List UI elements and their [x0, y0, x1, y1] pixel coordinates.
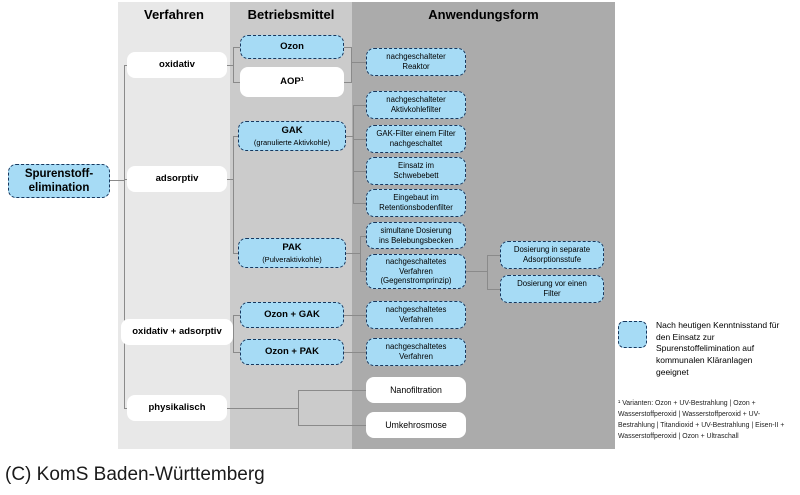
- connector-line: [487, 255, 500, 256]
- connector-line: [353, 105, 366, 106]
- connector-line: [233, 136, 234, 254]
- connector-line: [360, 236, 361, 272]
- node-dosierung-separate-adsorptionsstufe: Dosierung in separate Adsorptionsstufe: [500, 241, 604, 269]
- column-header-verfahren: Verfahren: [144, 7, 204, 22]
- node-gak-filter-nachgeschaltet: GAK-Filter einem Filter nachgeschaltet: [366, 125, 466, 153]
- node-label: GAK: [281, 124, 303, 136]
- connector-line: [110, 180, 124, 181]
- connector-line: [344, 82, 351, 83]
- node-gak: GAK (granulierte Aktivkohle): [238, 121, 346, 151]
- connector-line: [233, 352, 240, 353]
- node-ozon-pak: Ozon + PAK: [240, 339, 344, 365]
- node-label: Ozon + PAK: [265, 346, 319, 358]
- footnote: ¹ Varianten: Ozon + UV-Bestrahlung | Ozo…: [618, 400, 785, 441]
- connector-line: [233, 315, 234, 353]
- node-label: nachgeschaltetes Verfahren: [385, 342, 447, 361]
- node-ozon-gak: Ozon + GAK: [240, 302, 344, 328]
- connector-line: [353, 171, 366, 172]
- node-label: adsorptiv: [155, 173, 199, 185]
- connector-line: [344, 315, 366, 316]
- connector-line: [233, 82, 240, 83]
- node-simultane-dosierung: simultane Dosierung ins Belebungsbecken: [366, 222, 466, 249]
- connector-line: [233, 47, 234, 83]
- connector-line: [298, 425, 366, 426]
- connector-line: [353, 203, 366, 204]
- node-label: Dosierung in separate Adsorptionsstufe: [513, 245, 591, 264]
- node-nachgeschaltetes-verfahren-pak: nachgeschaltetes Verfahren: [366, 338, 466, 366]
- node-physikalisch: physikalisch: [127, 395, 227, 421]
- node-nanofiltration: Nanofiltration: [366, 377, 466, 403]
- node-label: Dosierung vor einen Filter: [517, 279, 587, 298]
- connector-line: [227, 65, 233, 66]
- node-spurenstoffelimination: Spurenstoff- elimination: [8, 164, 110, 198]
- node-dosierung-vor-einen-filter: Dosierung vor einen Filter: [500, 275, 604, 303]
- node-label: Spurenstoff- elimination: [24, 167, 94, 194]
- node-aop: AOP¹: [240, 67, 344, 97]
- connector-line: [487, 289, 500, 290]
- node-label: GAK-Filter einem Filter nachgeschaltet: [376, 129, 456, 148]
- connector-line: [124, 65, 125, 409]
- connector-line: [344, 352, 366, 353]
- connector-line: [227, 179, 233, 180]
- connector-line: [466, 271, 487, 272]
- connector-line: [227, 408, 298, 409]
- connector-line: [487, 255, 488, 290]
- node-label: AOP¹: [280, 76, 304, 88]
- node-label: oxidativ: [159, 59, 195, 71]
- node-nachgeschalteter-reaktor: nachgeschalteter Reaktor: [366, 48, 466, 76]
- node-oxidativ: oxidativ: [127, 52, 227, 78]
- node-nachgeschaltetes-verfahren-gak: nachgeschaltetes Verfahren: [366, 301, 466, 329]
- copyright-caption: (C) KomS Baden-Württemberg: [5, 464, 265, 485]
- node-label: nachgeschaltetes Verfahren (Gegenstrompr…: [380, 256, 452, 286]
- legend-text: Nach heutigen Kenntnisstand für den Eins…: [656, 320, 780, 377]
- connector-line: [298, 390, 366, 391]
- node-label: simultane Dosierung ins Belebungsbecken: [378, 225, 454, 245]
- node-umkehrosmose: Umkehrosmose: [366, 412, 466, 438]
- connector-line: [351, 62, 366, 63]
- legend-swatch: [618, 321, 647, 348]
- node-label: Nanofiltration: [390, 384, 442, 395]
- node-label: Umkehrosmose: [385, 419, 447, 430]
- connector-line: [351, 47, 352, 83]
- node-eingebaut-im-retentionsbodenfilter: Eingebaut im Retentionsbodenfilter: [366, 189, 466, 217]
- node-label: oxidativ + adsorptiv: [132, 326, 222, 338]
- connector-line: [360, 236, 366, 237]
- node-label: Einsatz im Schwebebett: [393, 161, 439, 180]
- connector-line: [124, 408, 127, 409]
- node-pak: PAK (Pulveraktivkohle): [238, 238, 346, 268]
- node-label: physikalisch: [148, 402, 206, 414]
- connector-line: [124, 65, 127, 66]
- connector-line: [346, 253, 360, 254]
- node-sublabel: (Pulveraktivkohle): [262, 254, 322, 264]
- node-nachgeschalteter-aktivkohlefilter: nachgeschalteter Aktivkohlefilter: [366, 91, 466, 119]
- node-sublabel: (granulierte Aktivkohle): [253, 137, 331, 147]
- connector-line: [353, 139, 366, 140]
- connector-line: [233, 136, 238, 137]
- node-ozon: Ozon: [240, 35, 344, 59]
- node-label: nachgeschaltetes Verfahren: [385, 305, 447, 324]
- node-label: Ozon: [280, 41, 304, 53]
- node-label: Ozon + GAK: [264, 309, 320, 321]
- column-header-betriebsmittel: Betriebsmittel: [247, 7, 335, 22]
- node-oxidativ-adsorptiv: oxidativ + adsorptiv: [121, 319, 233, 345]
- connector-line: [233, 315, 240, 316]
- connector-line: [233, 253, 238, 254]
- connector-line: [360, 271, 366, 272]
- column-header-anwendungsform: Anwendungsform: [428, 7, 539, 22]
- node-label: nachgeschalteter Aktivkohlefilter: [386, 95, 446, 114]
- connector-line: [298, 390, 299, 426]
- connector-line: [344, 47, 351, 48]
- connector-line: [124, 179, 127, 180]
- connector-line: [233, 47, 240, 48]
- node-adsorptiv: adsorptiv: [127, 166, 227, 192]
- node-label: Eingebaut im Retentionsbodenfilter: [379, 193, 453, 212]
- node-nachgeschaltetes-verfahren-gegenstrom: nachgeschaltetes Verfahren (Gegenstrompr…: [366, 254, 466, 289]
- connector-line: [353, 105, 354, 204]
- connector-line: [346, 136, 353, 137]
- node-label: nachgeschalteter Reaktor: [386, 52, 446, 71]
- node-einsatz-im-schwebebett: Einsatz im Schwebebett: [366, 157, 466, 185]
- node-label: PAK: [282, 241, 302, 253]
